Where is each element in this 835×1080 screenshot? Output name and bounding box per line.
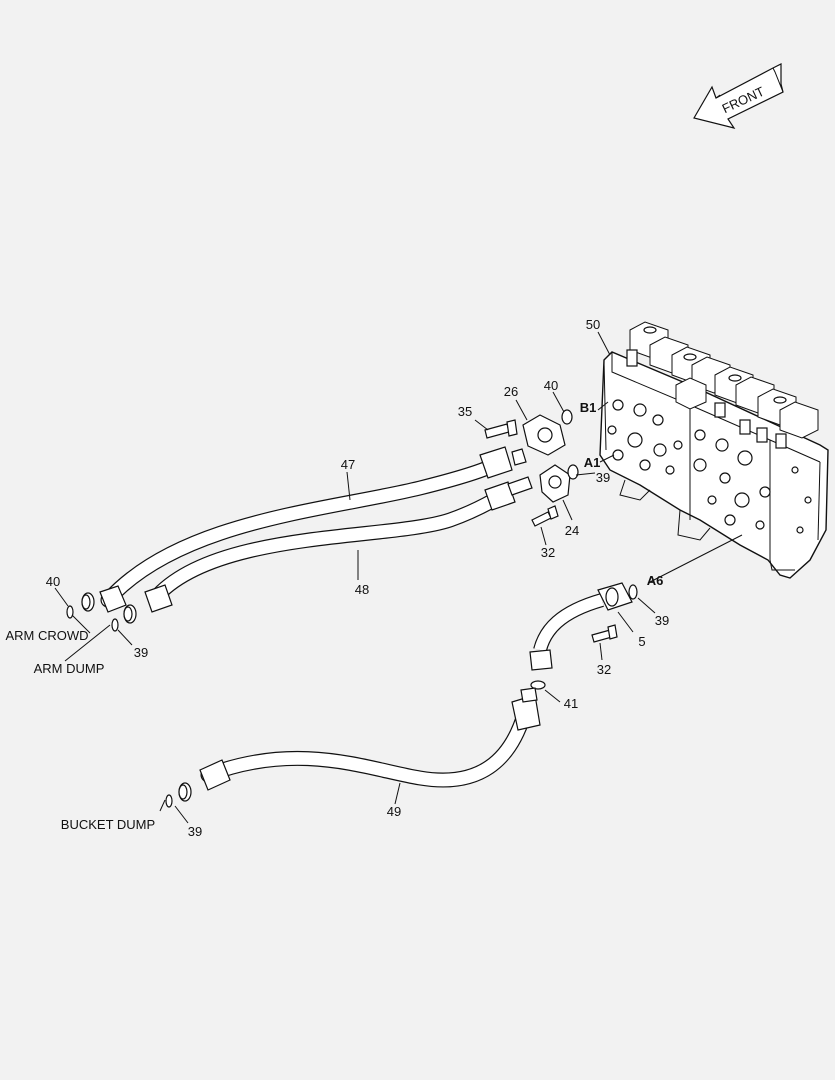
callout-39-a1: 39 bbox=[596, 470, 610, 485]
callout-40-b1: 40 bbox=[544, 378, 558, 393]
callout-39-bucket-dump: 39 bbox=[188, 824, 202, 839]
callout-39-a6: 39 bbox=[655, 613, 669, 628]
callout-26: 26 bbox=[504, 384, 518, 399]
label-bucket-dump: BUCKET DUMP bbox=[61, 817, 155, 832]
elbow-pipe-5 bbox=[529, 582, 633, 671]
o-ring-41 bbox=[530, 680, 546, 690]
o-ring-40-b1 bbox=[561, 409, 573, 425]
hose-49 bbox=[178, 687, 541, 802]
o-ring-40-arm-crowd bbox=[66, 605, 74, 619]
port-label-a6: A6 bbox=[647, 573, 664, 588]
callout-24: 24 bbox=[565, 523, 579, 538]
flange-24 bbox=[539, 464, 571, 503]
callout-32-lower: 32 bbox=[597, 662, 611, 677]
hose-47 bbox=[81, 446, 527, 613]
port-label-b1: B1 bbox=[580, 400, 597, 415]
leader-lines bbox=[54, 331, 743, 824]
callout-35: 35 bbox=[458, 404, 472, 419]
valve-ports bbox=[607, 399, 812, 534]
o-ring-39-bucket-dump bbox=[165, 794, 173, 808]
callout-49: 49 bbox=[387, 804, 401, 819]
hose-48 bbox=[123, 476, 533, 624]
callout-50: 50 bbox=[586, 317, 600, 332]
label-arm-crowd: ARM CROWD bbox=[5, 628, 88, 643]
callout-40-arm-crowd: 40 bbox=[46, 574, 60, 589]
bolt-35 bbox=[484, 419, 518, 439]
callout-32-upper: 32 bbox=[541, 545, 555, 560]
bolt-32-upper bbox=[531, 505, 559, 527]
label-arm-dump: ARM DUMP bbox=[34, 661, 105, 676]
front-arrow-icon bbox=[693, 63, 784, 129]
flange-26 bbox=[522, 414, 566, 456]
o-ring-39-arm-dump bbox=[111, 618, 119, 632]
callout-5: 5 bbox=[638, 634, 645, 649]
o-ring-39-a6 bbox=[628, 584, 638, 600]
port-label-a1: A1 bbox=[584, 455, 601, 470]
solenoid-caps bbox=[626, 321, 819, 449]
callout-41: 41 bbox=[564, 696, 578, 711]
o-ring-39-a1 bbox=[567, 464, 579, 480]
callout-39-arm-dump: 39 bbox=[134, 645, 148, 660]
callout-47: 47 bbox=[341, 457, 355, 472]
callout-48: 48 bbox=[355, 582, 369, 597]
control-valve bbox=[599, 321, 829, 579]
bolt-32-lower bbox=[591, 624, 618, 643]
